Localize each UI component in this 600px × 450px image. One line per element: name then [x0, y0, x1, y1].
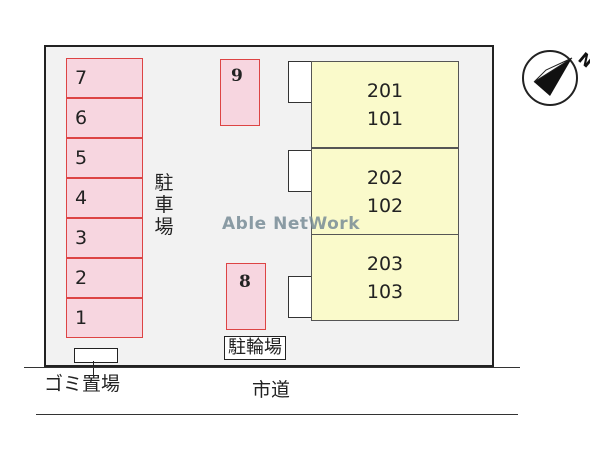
- parking-stall-1: 1: [66, 298, 143, 338]
- garbage-leader-line: [93, 361, 94, 375]
- stall-number: 6: [75, 106, 88, 129]
- unit-number-upper: 201: [366, 79, 404, 102]
- stall-number: 4: [75, 186, 88, 209]
- stall-number: 2: [75, 266, 88, 289]
- road-label: 市道: [252, 379, 291, 401]
- unit-block-1: 201 101: [311, 61, 459, 148]
- parking-stall-2: 2: [66, 258, 143, 298]
- bike-parking-label: 駐輪場: [224, 336, 286, 360]
- entrance-step: [288, 61, 312, 103]
- parking-stall-3: 3: [66, 218, 143, 258]
- parking-stall-5: 5: [66, 138, 143, 178]
- unit-number-upper: 203: [366, 252, 404, 275]
- parking-stall-8: 8: [226, 263, 266, 330]
- watermark: Able NetWork: [222, 214, 360, 234]
- stall-number: 1: [75, 306, 88, 329]
- road-edge-bottom: [36, 414, 518, 415]
- parking-label: 駐 車 場: [150, 172, 178, 238]
- entrance-step: [288, 150, 312, 192]
- unit-number-upper: 202: [366, 166, 404, 189]
- unit-number-lower: 101: [366, 107, 404, 130]
- unit-number-lower: 102: [366, 194, 404, 217]
- stall-number: 8: [239, 272, 251, 292]
- stall-number: 5: [75, 146, 88, 169]
- road-edge-top: [24, 367, 520, 368]
- compass-icon: N: [522, 49, 590, 106]
- compass-north-letter: N: [574, 49, 590, 72]
- entrance-step: [288, 276, 312, 318]
- stall-number: 7: [75, 66, 88, 89]
- stall-number: 3: [75, 226, 88, 249]
- parking-label-text: 駐 車 場: [154, 172, 174, 238]
- garbage-label: ゴミ置場: [44, 373, 121, 395]
- unit-block-3: 203 103: [311, 234, 459, 321]
- parking-stall-6: 6: [66, 98, 143, 138]
- parking-stall-4: 4: [66, 178, 143, 218]
- unit-number-lower: 103: [366, 280, 404, 303]
- unit-block-2: 202 102: [311, 148, 459, 235]
- garbage-area: [74, 348, 118, 363]
- parking-stall-9: 9: [220, 59, 260, 126]
- parking-stall-7: 7: [66, 58, 143, 98]
- stall-number: 9: [231, 66, 243, 86]
